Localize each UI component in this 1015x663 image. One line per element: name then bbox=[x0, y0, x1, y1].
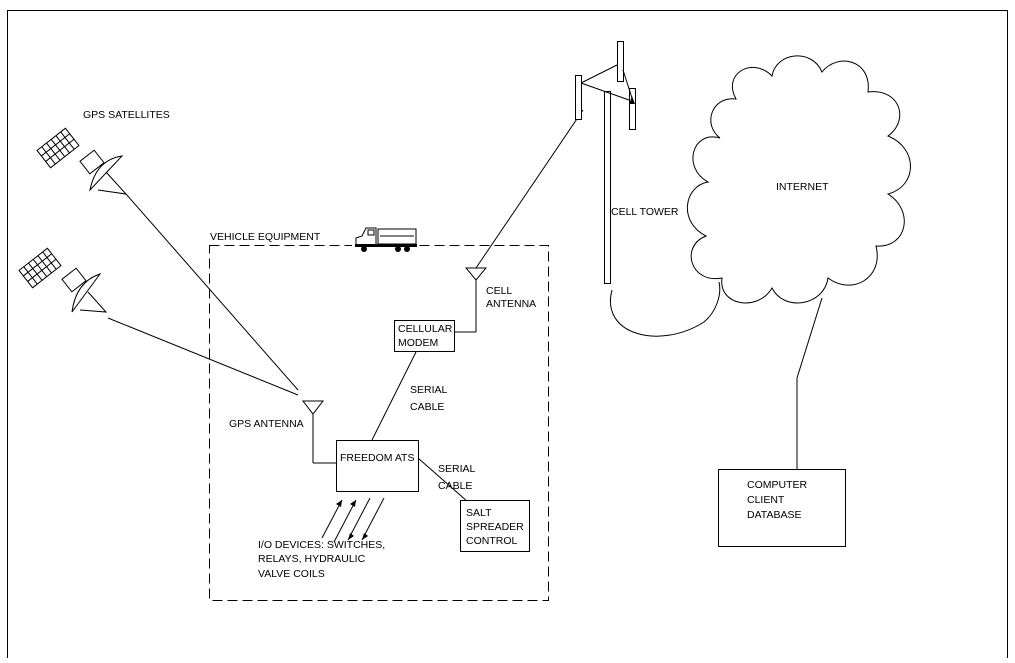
cell-radio-link bbox=[475, 109, 584, 269]
computer-client-database-label: COMPUTER bbox=[747, 479, 808, 491]
gps-antenna-icon bbox=[301, 400, 336, 464]
freedom-ats-label: FREEDOM ATS bbox=[340, 452, 414, 464]
computer-client-database-label-line-2: CLIENT bbox=[747, 494, 785, 506]
cellular-modem-label-line-2: MODEM bbox=[398, 337, 438, 349]
internet-computer-link bbox=[796, 297, 823, 469]
io-devices-label: I/O DEVICES: SWITCHES, bbox=[258, 539, 385, 551]
salt-spreader-label-line-3: CONTROL bbox=[466, 535, 517, 547]
computer-client-database-label-line-3: DATABASE bbox=[747, 509, 801, 521]
salt-spreader-label: SALT bbox=[466, 507, 492, 519]
serial-cable-2-label: SERIAL bbox=[438, 463, 476, 475]
cellular-modem-box bbox=[394, 320, 455, 352]
internet-cloud-icon bbox=[687, 55, 911, 304]
gps-signal-line-2 bbox=[107, 317, 299, 396]
serial-cable-1-label: SERIAL bbox=[410, 384, 448, 396]
diagram-frame bbox=[7, 10, 1008, 659]
internet-label: INTERNET bbox=[776, 181, 829, 193]
cell-antenna-icon bbox=[464, 267, 488, 332]
cell-antenna-label: CELL bbox=[486, 285, 512, 297]
dump-truck-icon bbox=[352, 227, 418, 252]
cellular-modem-label: CELLULAR bbox=[398, 323, 453, 335]
gps-antenna-label: GPS ANTENNA bbox=[229, 418, 304, 430]
io-devices-label-line-3: VALVE COILS bbox=[258, 568, 325, 580]
tower-internet-link bbox=[609, 281, 721, 337]
freedom-ats-box bbox=[336, 440, 419, 492]
computer-client-database-box bbox=[718, 469, 846, 547]
io-devices-label-line-2: RELAYS, HYDRAULIC bbox=[258, 553, 366, 565]
serial-cable-2-label-line-2: CABLE bbox=[438, 480, 472, 492]
gps-signal-line-1 bbox=[125, 193, 299, 391]
cell-antenna-label-line-2: ANTENNA bbox=[486, 298, 536, 310]
serial-cable-modem bbox=[371, 351, 417, 441]
serial-cable-spreader bbox=[417, 457, 469, 503]
serial-cable-1-label-line-2: CABLE bbox=[410, 401, 444, 413]
cell-tower-label: CELL TOWER bbox=[611, 206, 679, 218]
salt-spreader-control-box bbox=[460, 500, 530, 552]
io-arrows-icon bbox=[321, 497, 385, 543]
gps-satellite-1-icon bbox=[36, 127, 128, 195]
cell-tower-icon bbox=[575, 41, 636, 284]
salt-spreader-label-line-2: SPREADER bbox=[466, 521, 524, 533]
gps-satellites-label: GPS SATELLITES bbox=[83, 109, 170, 121]
vehicle-equipment-label: VEHICLE EQUIPMENT bbox=[210, 231, 321, 243]
gps-satellite-2-icon bbox=[18, 247, 108, 313]
